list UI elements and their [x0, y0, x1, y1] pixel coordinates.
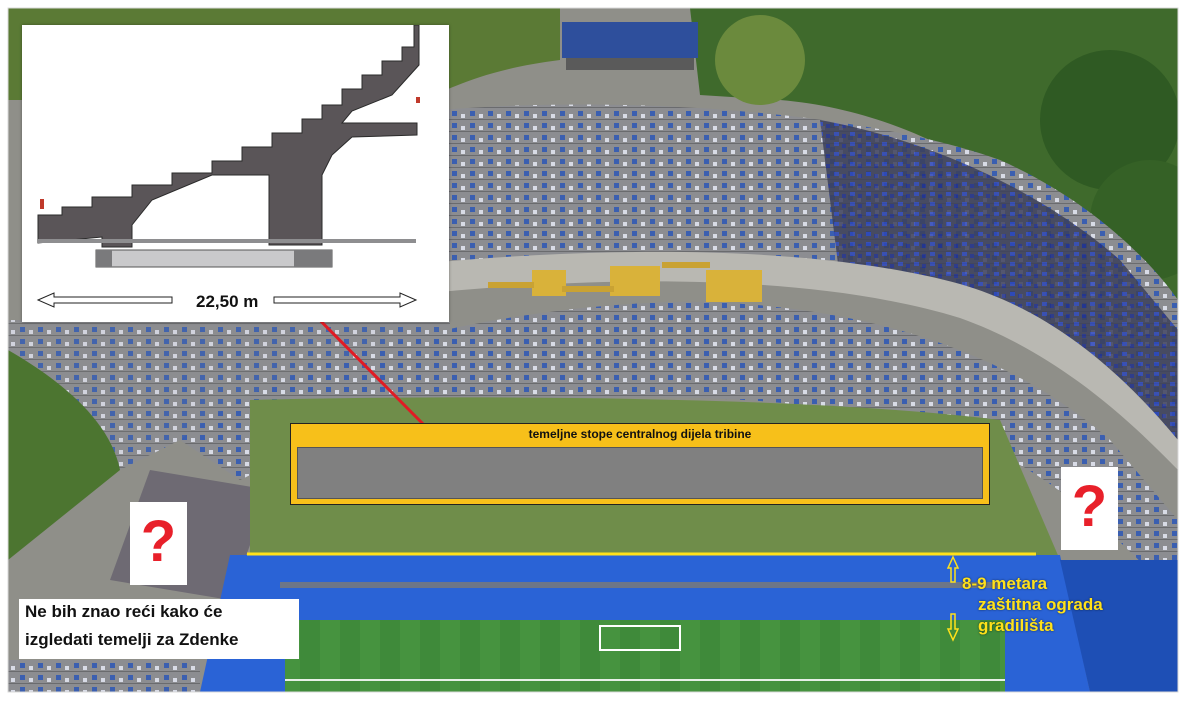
question-card-right: ? — [1061, 467, 1118, 550]
question-card-left: ? — [130, 502, 187, 585]
tree-canopy — [1040, 50, 1178, 190]
distance-note: 8-9 metara zaštitna ograda gradilišta — [962, 573, 1103, 636]
distance-note-line-3: gradilišta — [978, 616, 1054, 635]
goal — [599, 625, 681, 651]
question-mark-left: ? — [140, 509, 177, 574]
concourse — [440, 251, 1178, 470]
distance-note-line-1: 8-9 metara — [962, 574, 1048, 593]
lower-stand — [180, 301, 1178, 600]
dimension-arrow — [36, 292, 418, 308]
cross-section-inset — [22, 25, 449, 322]
tribune-cross-section-drawing — [36, 25, 420, 308]
foundation-box-title: temeljne stope centralnog dijela tribine — [528, 427, 752, 441]
scoreboard — [562, 22, 698, 58]
distance-double-arrow — [946, 555, 960, 642]
dimension-label: 22,50 m — [196, 292, 259, 311]
foundation-footings-box: temeljne stope centralnog dijela tribine — [290, 423, 990, 505]
caption-line-1: Ne bih znao reći kako će — [25, 602, 223, 621]
football-pitch — [285, 620, 1005, 692]
caption-line-2: izgledati temelji za Zdenke — [25, 630, 239, 649]
question-mark-right: ? — [1071, 474, 1108, 539]
excavators — [488, 262, 762, 302]
foundation-grey-strip — [297, 447, 983, 499]
caption-box: Ne bih znao reći kako će izgledati temel… — [19, 599, 299, 659]
distance-note-line-2: zaštitna ograda — [978, 595, 1103, 614]
